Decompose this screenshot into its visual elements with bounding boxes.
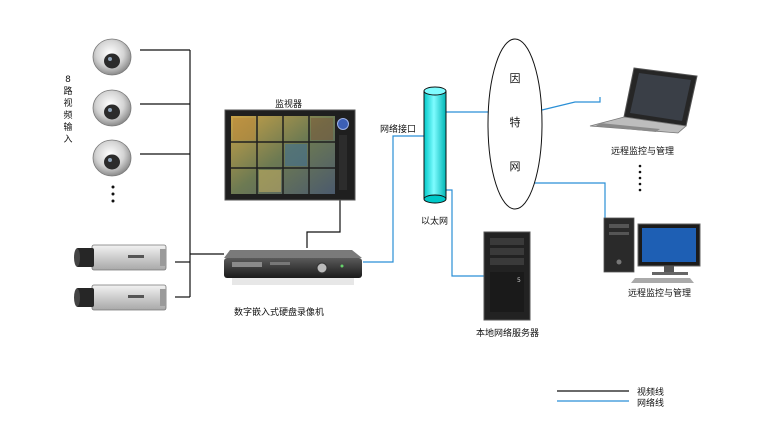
box-camera-1-icon: [74, 244, 167, 271]
server-icon: 5: [483, 231, 531, 321]
ethernet-label: 以太网: [421, 217, 449, 227]
dome-camera-2-icon: [92, 89, 132, 127]
network-port-label: 网络接口: [380, 125, 417, 135]
internet-label-1: 因: [509, 72, 521, 85]
dome-camera-1-icon: [92, 38, 132, 76]
svg-text:5: 5: [517, 277, 521, 284]
laptop-icon: [589, 67, 698, 134]
legend-network-label: 网络线: [637, 399, 665, 409]
internet-label-3: 网: [509, 160, 521, 173]
more-cameras-ellipsis-icon: [111, 185, 115, 203]
ethernet-cylinder-icon: [423, 86, 447, 204]
box-camera-2-icon: [74, 284, 167, 311]
dvr-icon: [224, 250, 362, 285]
remote-desktop-label: 远程监控与管理: [628, 289, 692, 299]
remote-laptop-label: 远程监控与管理: [611, 147, 675, 157]
internet-label-2: 特: [509, 116, 521, 129]
video-lines: [140, 49, 341, 298]
internet-cloud: [487, 38, 543, 210]
monitor-label: 监视器: [275, 100, 303, 110]
monitor-icon: [224, 109, 356, 201]
server-label: 本地网络服务器: [476, 329, 540, 339]
dvr-label: 数字嵌入式硬盘录像机: [234, 308, 325, 318]
dome-camera-3-icon: [92, 139, 132, 177]
video-inputs-label: 8路视频输入: [63, 75, 73, 145]
laptop-ellipsis-icon: [638, 164, 642, 192]
desktop-computer-icon: [603, 217, 701, 283]
legend-video-label: 视频线: [637, 388, 665, 398]
